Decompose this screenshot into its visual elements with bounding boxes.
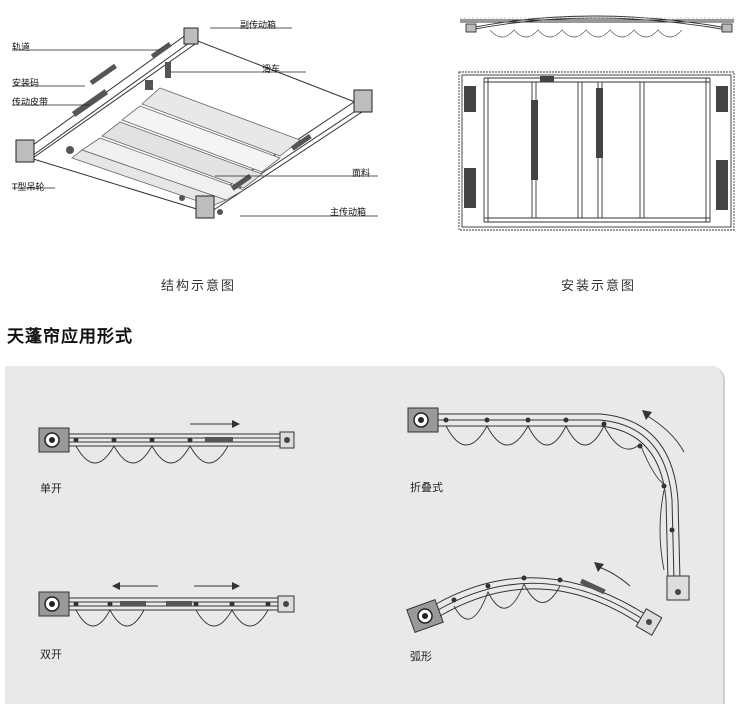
label-pulley: 滑车 (262, 65, 281, 75)
label-t-wheel: T型吊轮 (12, 183, 45, 193)
install-caption: 安装示意图 (561, 279, 637, 294)
form-single-diagram (38, 420, 295, 464)
install-side-view (460, 15, 734, 38)
label-main-drive-box: 主传动箱 (330, 208, 367, 218)
form-single-label: 单开 (40, 482, 62, 495)
form-folding-diagram (407, 407, 690, 601)
form-double-diagram (38, 582, 295, 627)
form-arc-label: 弧形 (410, 650, 432, 663)
label-rail: 轨道 (12, 43, 31, 53)
structure-caption: 结构示意图 (161, 279, 237, 294)
front-right-box (353, 89, 373, 113)
label-fabric: 面料 (352, 169, 371, 179)
back-right-box (183, 27, 199, 45)
label-secondary-drive-box: 副传动箱 (240, 21, 277, 31)
install-diagram (458, 15, 735, 231)
section-title: 天蓬帘应用形式 (7, 327, 133, 347)
form-arc-diagram (406, 562, 663, 636)
structure-diagram (12, 27, 378, 219)
form-folding-label: 折叠式 (410, 481, 443, 494)
back-left-box (15, 139, 35, 163)
label-drive-belt: 传动皮带 (12, 98, 49, 108)
label-mount-bracket: 安装码 (12, 79, 40, 89)
structure-fabric (71, 87, 301, 207)
form-double-label: 双开 (40, 648, 62, 661)
front-left-box (195, 195, 215, 219)
